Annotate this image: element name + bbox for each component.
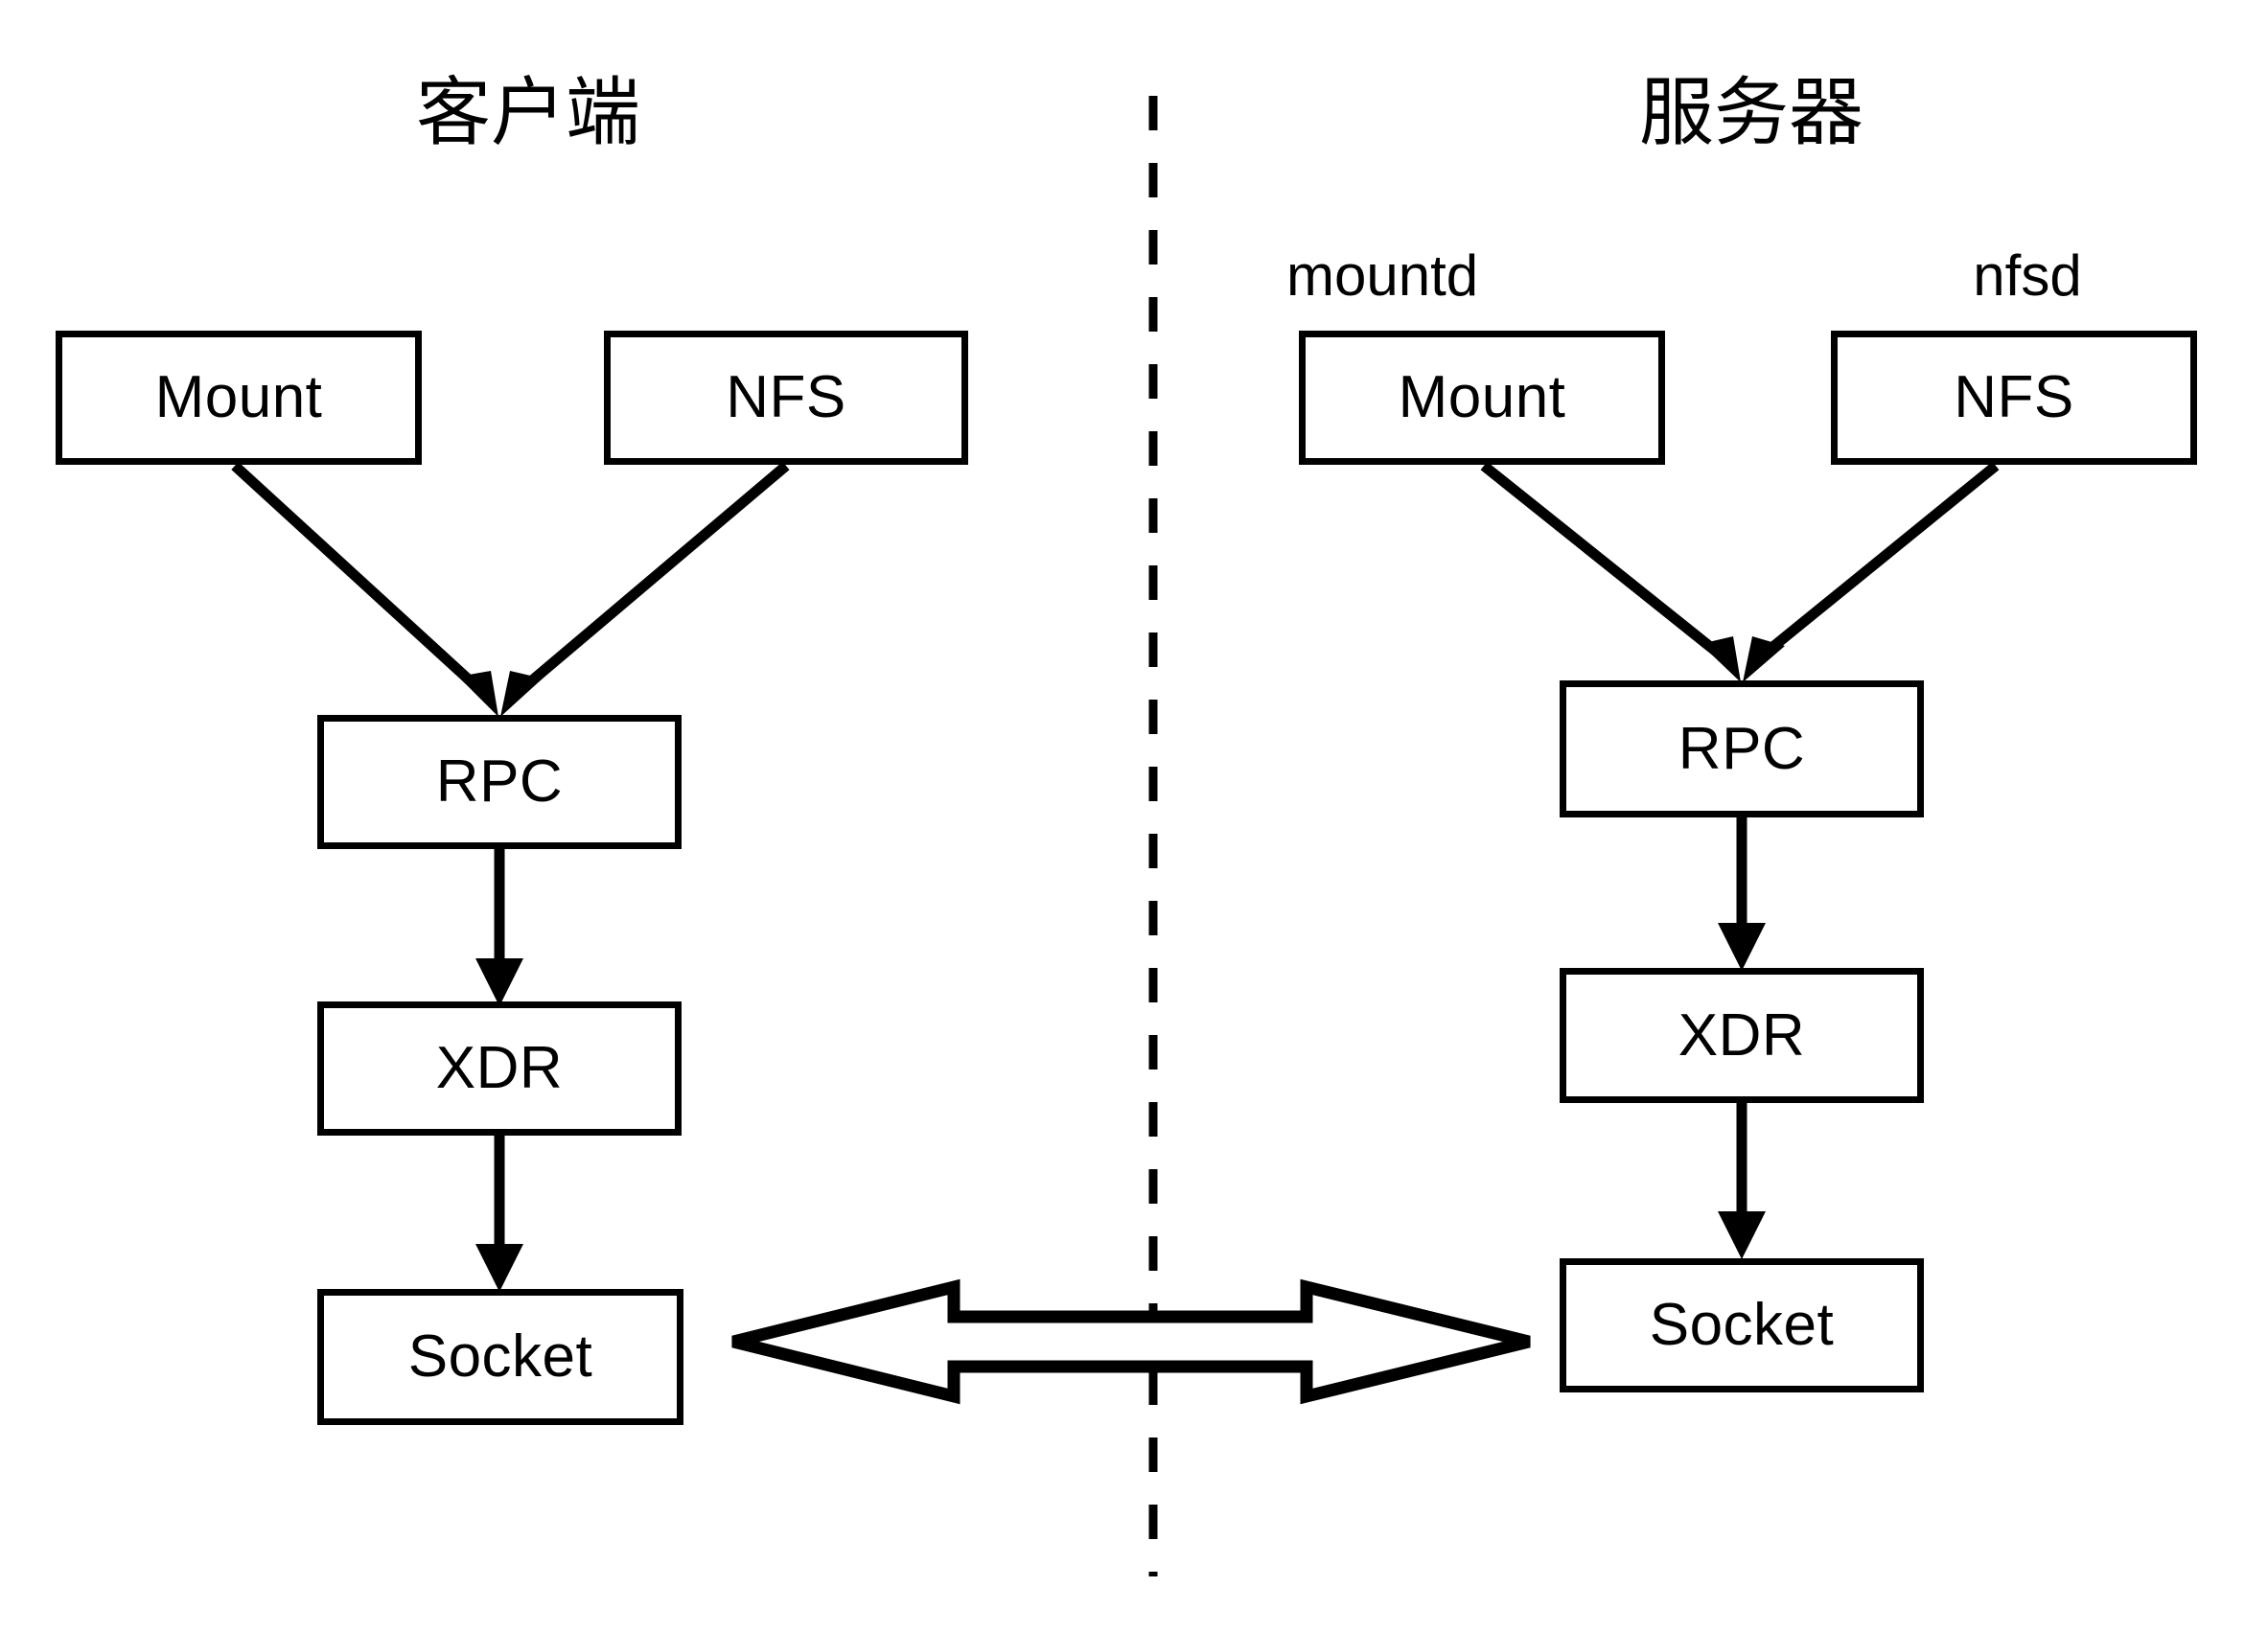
connector-client-nfs-to-rpc bbox=[500, 461, 790, 717]
connector-socket-to-socket-bidirectional bbox=[731, 1278, 1531, 1405]
node-client-xdr-label: XDR bbox=[435, 1035, 564, 1101]
connector-client-mount-to-rpc bbox=[231, 461, 498, 717]
connector-client-rpc-to-xdr bbox=[475, 848, 523, 1006]
node-server-rpc-label: RPC bbox=[1678, 715, 1806, 782]
node-server-rpc[interactable]: RPC bbox=[1560, 680, 1924, 817]
connector-server-xdr-to-socket bbox=[1718, 1102, 1766, 1259]
node-server-xdr-label: XDR bbox=[1678, 1001, 1806, 1069]
mountd-label: mountd bbox=[1286, 243, 1479, 308]
node-client-rpc[interactable]: RPC bbox=[317, 715, 682, 849]
connector-server-nfs-to-rpc bbox=[1743, 461, 2000, 682]
connector-server-mount-to-rpc bbox=[1480, 461, 1741, 682]
node-client-nfs[interactable]: NFS bbox=[604, 331, 968, 465]
nfsd-label: nfsd bbox=[1973, 243, 2082, 308]
node-client-socket[interactable]: Socket bbox=[317, 1289, 683, 1425]
node-server-xdr[interactable]: XDR bbox=[1560, 968, 1924, 1103]
node-client-xdr[interactable]: XDR bbox=[317, 1001, 682, 1136]
node-client-socket-label: Socket bbox=[407, 1323, 593, 1390]
node-client-mount[interactable]: Mount bbox=[56, 331, 422, 465]
connector-client-xdr-to-socket bbox=[475, 1134, 523, 1292]
node-server-mount[interactable]: Mount bbox=[1299, 331, 1665, 465]
client-side-title: 客户端 bbox=[416, 70, 641, 154]
node-server-socket[interactable]: Socket bbox=[1560, 1258, 1924, 1392]
node-server-socket-label: Socket bbox=[1649, 1292, 1835, 1358]
node-server-mount-label: Mount bbox=[1398, 364, 1566, 430]
node-server-nfs[interactable]: NFS bbox=[1831, 331, 2197, 465]
node-client-mount-label: Mount bbox=[154, 364, 323, 430]
node-client-rpc-label: RPC bbox=[435, 748, 564, 815]
server-side-title: 服务器 bbox=[1639, 70, 1864, 154]
node-client-nfs-label: NFS bbox=[726, 364, 846, 430]
node-server-nfs-label: NFS bbox=[1954, 364, 2074, 430]
connector-server-rpc-to-xdr bbox=[1718, 817, 1766, 971]
